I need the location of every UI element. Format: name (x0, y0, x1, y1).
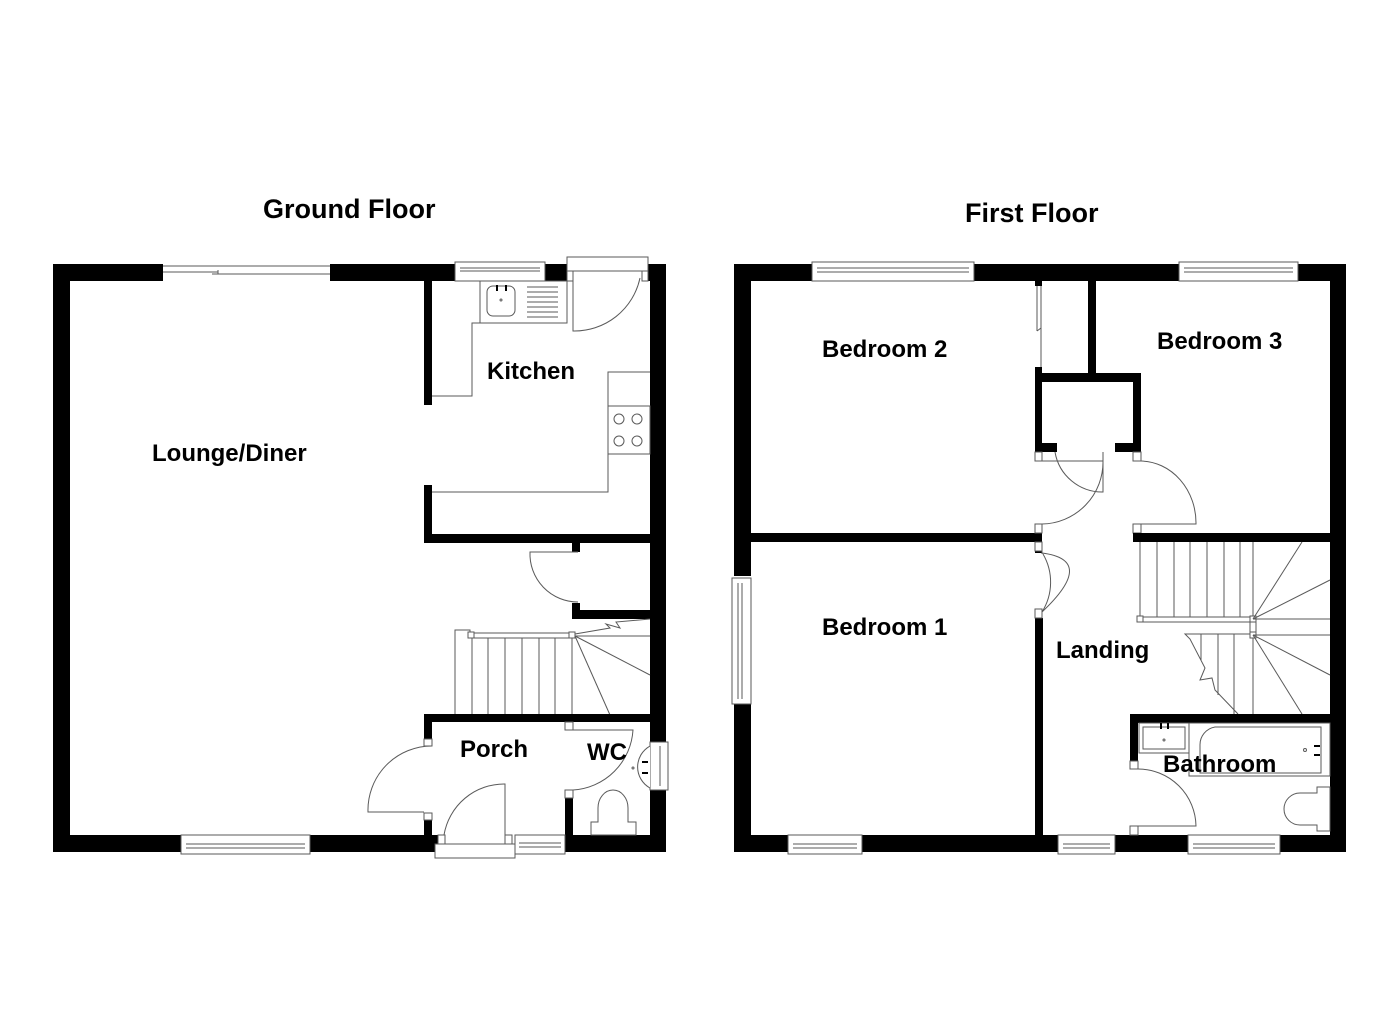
wall (310, 835, 438, 852)
toilet-icon (590, 789, 637, 836)
staircase-icon (454, 618, 651, 716)
wall (862, 835, 1058, 852)
wall (1280, 835, 1346, 852)
window-icon (1057, 834, 1116, 855)
door-swing-icon (1129, 760, 1197, 836)
sliding-door-icon (1036, 286, 1042, 367)
wall (565, 835, 666, 852)
window-icon (1187, 834, 1281, 855)
wall (650, 264, 666, 852)
wall (734, 835, 788, 852)
wall (565, 798, 573, 852)
wall (1035, 618, 1043, 835)
door-swing-icon (1041, 552, 1070, 613)
wall (424, 714, 650, 722)
room-label-porch: Porch (460, 736, 529, 763)
wall (734, 704, 751, 852)
bath-icon (1188, 722, 1331, 777)
wall (1130, 714, 1138, 761)
basin-icon (631, 745, 651, 789)
window-icon (787, 834, 863, 855)
wall (53, 835, 181, 852)
wall (1035, 367, 1042, 452)
wall (1115, 835, 1188, 852)
wall (53, 264, 163, 281)
first-floor-plan (731, 261, 1346, 855)
wall (1133, 373, 1141, 452)
window-icon (649, 741, 669, 791)
door-swing-icon (564, 721, 634, 799)
door-swing-icon (1034, 451, 1104, 534)
wall (330, 264, 455, 281)
worktop-outline (432, 322, 484, 397)
wall (424, 485, 432, 542)
room-label-landing: Landing (1056, 637, 1150, 664)
wall (1088, 281, 1096, 373)
room-label-bathroom: Bathroom (1163, 751, 1277, 778)
wall (1035, 281, 1042, 286)
hob-icon (607, 405, 651, 455)
room-label-kitchen: Kitchen (487, 358, 576, 385)
wall (1035, 373, 1141, 382)
wall (545, 264, 567, 281)
wall (974, 264, 1179, 281)
window-icon (1178, 261, 1299, 282)
toilet-icon (1283, 786, 1331, 832)
sliding-door-icon (163, 265, 330, 275)
room-label-bedroom-2: Bedroom 2 (822, 336, 948, 363)
wall (424, 714, 432, 739)
room-label-bedroom-1: Bedroom 1 (822, 614, 948, 641)
window-icon (454, 261, 546, 282)
window-icon (514, 834, 566, 855)
ground-floor-plan (53, 256, 669, 859)
wall (751, 533, 1042, 542)
door-swing-icon (367, 738, 433, 821)
wall (1133, 533, 1330, 542)
front-door-icon (434, 783, 516, 859)
wall (1035, 443, 1057, 452)
room-label-wc: WC (587, 739, 627, 766)
wall (424, 534, 650, 543)
room-label-lounge-diner: Lounge/Diner (152, 440, 307, 467)
back-door-icon (566, 256, 649, 332)
window-icon (811, 261, 975, 282)
door-swing-icon (529, 551, 579, 603)
sink-icon (479, 280, 568, 324)
staircase-icon (1136, 541, 1331, 715)
window-icon (180, 834, 311, 855)
wall (734, 264, 812, 281)
wall (1115, 443, 1141, 452)
wall (572, 543, 580, 552)
room-label-bedroom-3: Bedroom 3 (1157, 328, 1283, 355)
wall (734, 264, 751, 576)
door-swing-icon (1054, 451, 1104, 493)
wall (424, 281, 432, 405)
window-icon (731, 577, 752, 705)
wall (1330, 264, 1346, 852)
wall (1130, 714, 1330, 723)
wall (572, 610, 650, 619)
floor-title-ground: Ground Floor (263, 194, 436, 224)
door-swing-icon (1132, 451, 1197, 534)
door-swing-icon (1034, 541, 1052, 619)
wall (53, 264, 70, 852)
basin-icon (1138, 722, 1190, 754)
wall (424, 820, 432, 852)
floor-title-first: First Floor (965, 198, 1099, 228)
